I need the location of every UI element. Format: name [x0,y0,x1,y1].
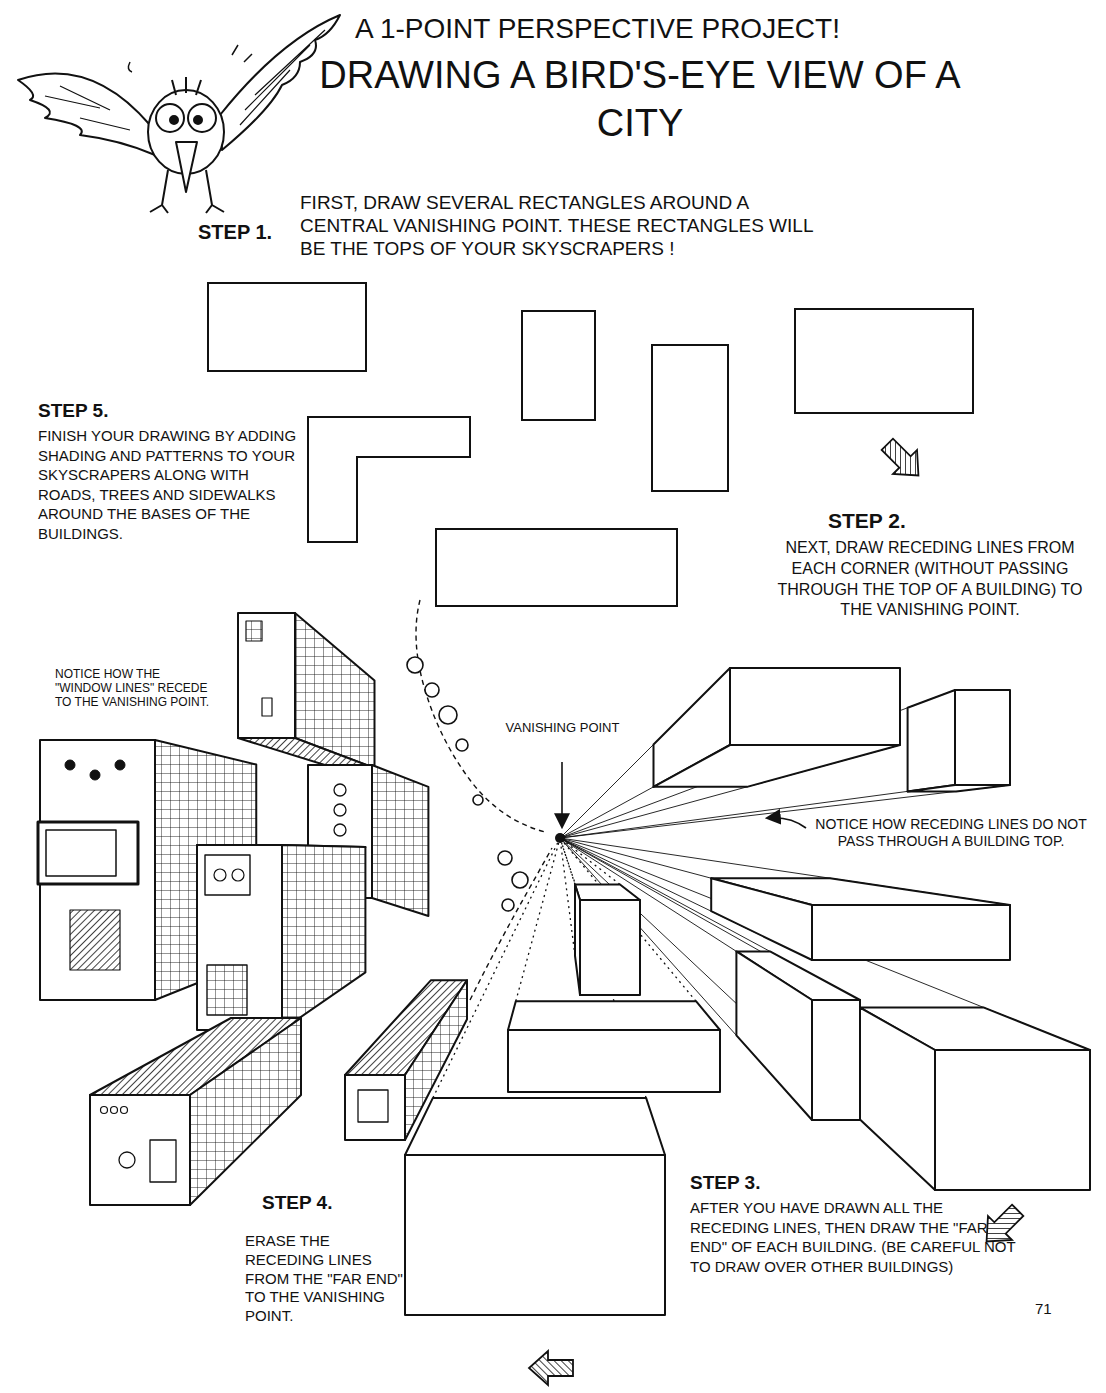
step-number: STEP 1. [198,220,272,244]
step-instruction: FIRST, DRAW SEVERAL RECTANGLES AROUND A … [300,192,840,260]
vanishing-point [555,833,565,843]
step-instruction: FINISH YOUR DRAWING BY ADDING SHADING AN… [38,426,300,543]
bird-cartoon [18,15,340,213]
finished-buildings [38,613,467,1205]
leader-arrow [561,762,563,826]
step2-buildings [654,668,1091,1190]
vanishing-point-label: VANISHING POINT [505,720,620,736]
subtitle: A 1-POINT PERSPECTIVE PROJECT! [355,12,840,46]
step3-buildings [405,885,720,1316]
step-instruction: AFTER YOU HAVE DRAWN ALL THE RECEDING LI… [690,1198,1020,1276]
step-number: STEP 3. [690,1172,760,1195]
building-tops [208,283,973,606]
roads [416,600,552,1000]
note: NOTICE HOW RECEDING LINES DO NOT PASS TH… [808,814,1094,852]
step-instruction: ERASE THE RECEDING LINES FROM THE "FAR E… [245,1232,403,1326]
step-instruction: NEXT, DRAW RECEDING LINES FROM EACH CORN… [770,538,1090,621]
leader-arrow [768,818,806,828]
note: NOTICE HOW THE "WINDOW LINES" RECEDE TO … [55,668,215,709]
step-number: STEP 4. [262,1192,332,1215]
page-number: 71 [1035,1300,1052,1318]
step-number: STEP 2. [828,508,906,533]
step-number: STEP 5. [38,400,108,423]
page-title: DRAWING A BIRD'S-EYE VIEW OF A CITY [300,52,980,147]
